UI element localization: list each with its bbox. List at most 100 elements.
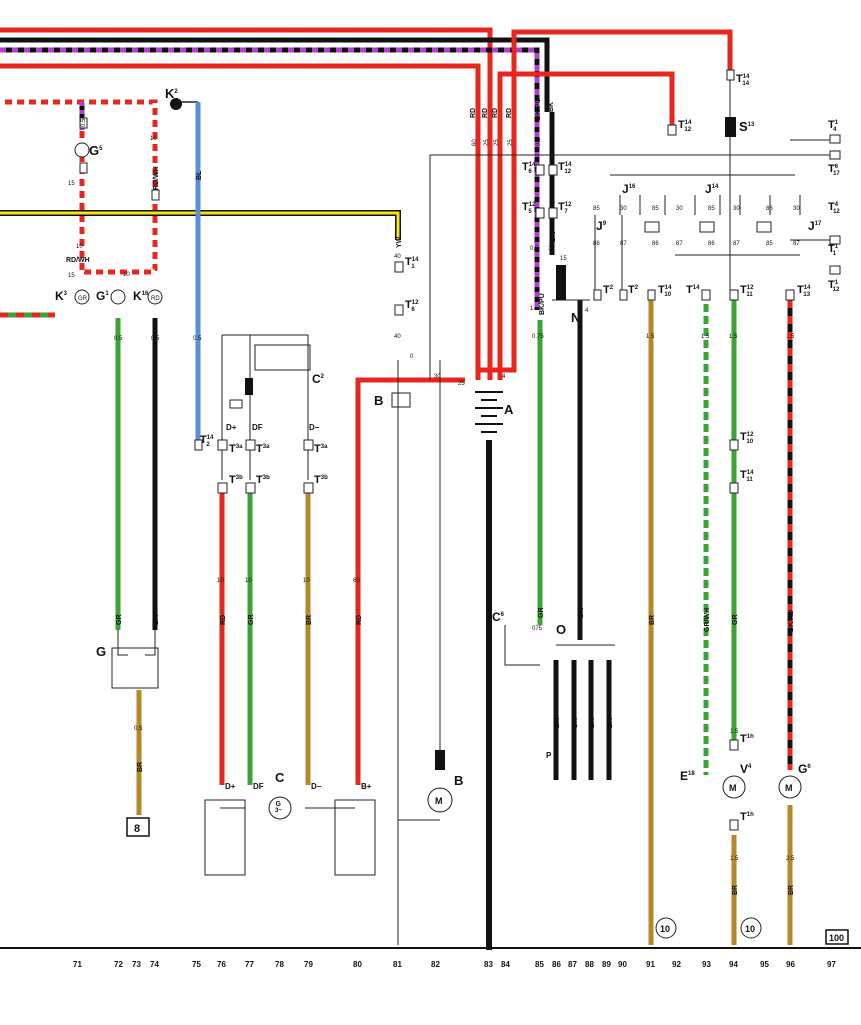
svg-text:87: 87	[676, 241, 683, 247]
rd-label-80: RD	[356, 615, 363, 625]
dplus-reg: D+	[226, 423, 237, 432]
bk-label-86: BK	[578, 608, 585, 618]
svg-text:T3a: T3a	[314, 443, 328, 455]
svg-text:10: 10	[303, 578, 310, 584]
track-number-90: 90	[618, 960, 627, 969]
br-label-94b: BR	[732, 885, 739, 895]
bk-label-74: BK	[153, 615, 160, 625]
j14-label: J14	[705, 182, 719, 196]
br-label-96b: BR	[788, 885, 795, 895]
gr-wh-label-93: GR/WH	[704, 608, 711, 632]
svg-text:1.5: 1.5	[730, 729, 739, 735]
df-terminal: DF	[253, 782, 264, 791]
connector-boxes	[79, 69, 841, 831]
svg-text:075: 075	[532, 626, 543, 632]
track-number-97: 97	[827, 960, 836, 969]
svg-text:15: 15	[550, 139, 556, 146]
left-section-wires	[115, 102, 465, 815]
svg-text:15: 15	[68, 273, 75, 279]
svg-text:T3b: T3b	[256, 474, 270, 486]
rd-wh-label: RD/WH	[153, 166, 160, 190]
svg-text:10: 10	[217, 578, 224, 584]
v4-motor-icon	[722, 775, 746, 799]
ground-ref-box	[126, 817, 150, 837]
svg-text:25: 25	[508, 139, 514, 146]
c6-label: C6	[492, 610, 505, 624]
j16-label: J16	[622, 182, 636, 196]
svg-text:T14: T14	[828, 119, 839, 133]
bk-label-o1: BK	[554, 718, 561, 728]
svg-text:87: 87	[620, 241, 627, 247]
dminus-reg: D−	[309, 423, 320, 432]
svg-text:30: 30	[434, 374, 441, 380]
coil-n	[556, 265, 566, 300]
svg-text:T1h: T1h	[740, 811, 754, 823]
starter-motor-icon	[427, 787, 453, 813]
svg-text:10: 10	[150, 136, 157, 142]
track-number-73: 73	[132, 960, 141, 969]
track-number-83: 83	[484, 960, 493, 969]
s13-label: S13	[739, 119, 755, 134]
svg-text:60: 60	[353, 578, 360, 584]
svg-text:T3b: T3b	[229, 474, 243, 486]
svg-text:86: 86	[652, 241, 659, 247]
g1-gauge-icon	[110, 289, 126, 305]
svg-text:85: 85	[652, 206, 659, 212]
o-label: O	[556, 622, 566, 637]
g1-label: G1	[96, 289, 109, 303]
ref-10b: 10	[745, 924, 755, 934]
svg-text:87: 87	[733, 241, 740, 247]
b-starter-label: B	[454, 773, 463, 788]
svg-text:0.5: 0.5	[114, 336, 123, 342]
svg-text:T2: T2	[628, 284, 639, 296]
rd-label-1: RD	[470, 108, 477, 118]
k2-label: K2	[165, 86, 178, 101]
track-number-77: 77	[245, 960, 254, 969]
coil-c2	[245, 378, 253, 395]
track-number-81: 81	[393, 960, 402, 969]
gr-label-77: GR	[248, 615, 255, 626]
track-number-76: 76	[217, 960, 226, 969]
track-number-79: 79	[304, 960, 313, 969]
k3-label: K3	[55, 289, 68, 303]
svg-text:1.5: 1.5	[701, 334, 710, 340]
battery-bundle	[475, 112, 517, 950]
track-number-87: 87	[568, 960, 577, 969]
svg-text:87: 87	[793, 241, 800, 247]
yw-label: YW	[396, 236, 403, 248]
br-label-91: BR	[649, 615, 656, 625]
svg-text:0.5: 0.5	[193, 336, 202, 342]
svg-text:60: 60	[472, 139, 478, 146]
svg-text:1: 1	[530, 306, 534, 312]
gr-sym-k3: GR	[78, 296, 88, 302]
c-alternator-label: C	[275, 770, 285, 785]
track-number-89: 89	[602, 960, 611, 969]
battery-a	[475, 391, 503, 433]
svg-text:25: 25	[458, 381, 465, 387]
svg-text:T2: T2	[603, 284, 614, 296]
bk-rd-label-96: BK/RD	[788, 610, 795, 632]
rd-label-3: RD	[492, 108, 499, 118]
track-number-78: 78	[275, 960, 284, 969]
n-label: N	[571, 310, 580, 325]
track-number-80: 80	[353, 960, 362, 969]
ref-circle-10b	[740, 917, 762, 939]
dminus-terminal: D−	[311, 782, 322, 791]
svg-text:85: 85	[593, 206, 600, 212]
svg-text:30: 30	[793, 206, 800, 212]
g5-label: G5	[89, 143, 103, 158]
svg-text:40: 40	[394, 254, 401, 260]
svg-text:15: 15	[68, 181, 75, 187]
svg-text:0.5: 0.5	[530, 246, 539, 252]
